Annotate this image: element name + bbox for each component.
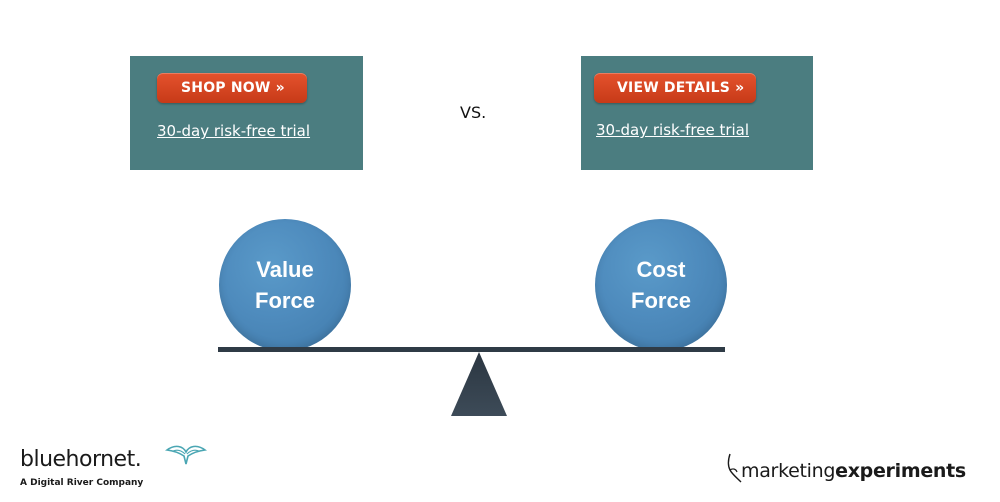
- right-trial-link[interactable]: 30-day risk-free trial: [596, 121, 750, 139]
- bluehornet-logo: bluehornet. A Digital River Company: [20, 444, 210, 494]
- marketing-word: marketing: [741, 460, 836, 482]
- value-force-line2: Force: [255, 288, 315, 313]
- shop-now-button[interactable]: SHOP NOW »: [157, 73, 307, 103]
- right-ad-panel: VIEW DETAILS » 30-day risk-free trial: [581, 56, 813, 170]
- vs-label: VS.: [460, 103, 487, 122]
- bluehornet-tagline: A Digital River Company: [20, 478, 144, 488]
- cost-force-line1: Cost: [636, 257, 686, 282]
- value-force-circle: Value Force: [219, 219, 351, 351]
- value-force-line1: Value: [256, 257, 314, 282]
- hornet-icon: [165, 445, 207, 465]
- cost-force-circle: Cost Force: [595, 219, 727, 351]
- view-details-button[interactable]: VIEW DETAILS »: [594, 73, 756, 103]
- experiments-word: experiments: [835, 460, 966, 482]
- marketing-experiments-logo: marketingexperiments: [725, 452, 985, 492]
- pencil-mark-icon: [727, 453, 742, 483]
- left-trial-link[interactable]: 30-day risk-free trial: [157, 122, 311, 140]
- left-ad-panel: SHOP NOW » 30-day risk-free trial: [130, 56, 363, 170]
- scale-beam: [218, 347, 725, 352]
- cost-force-line2: Force: [631, 288, 691, 313]
- marketing-experiments-wordmark: marketingexperiments: [741, 460, 966, 482]
- fulcrum-triangle: [451, 352, 507, 416]
- bluehornet-name: bluehornet.: [20, 447, 142, 472]
